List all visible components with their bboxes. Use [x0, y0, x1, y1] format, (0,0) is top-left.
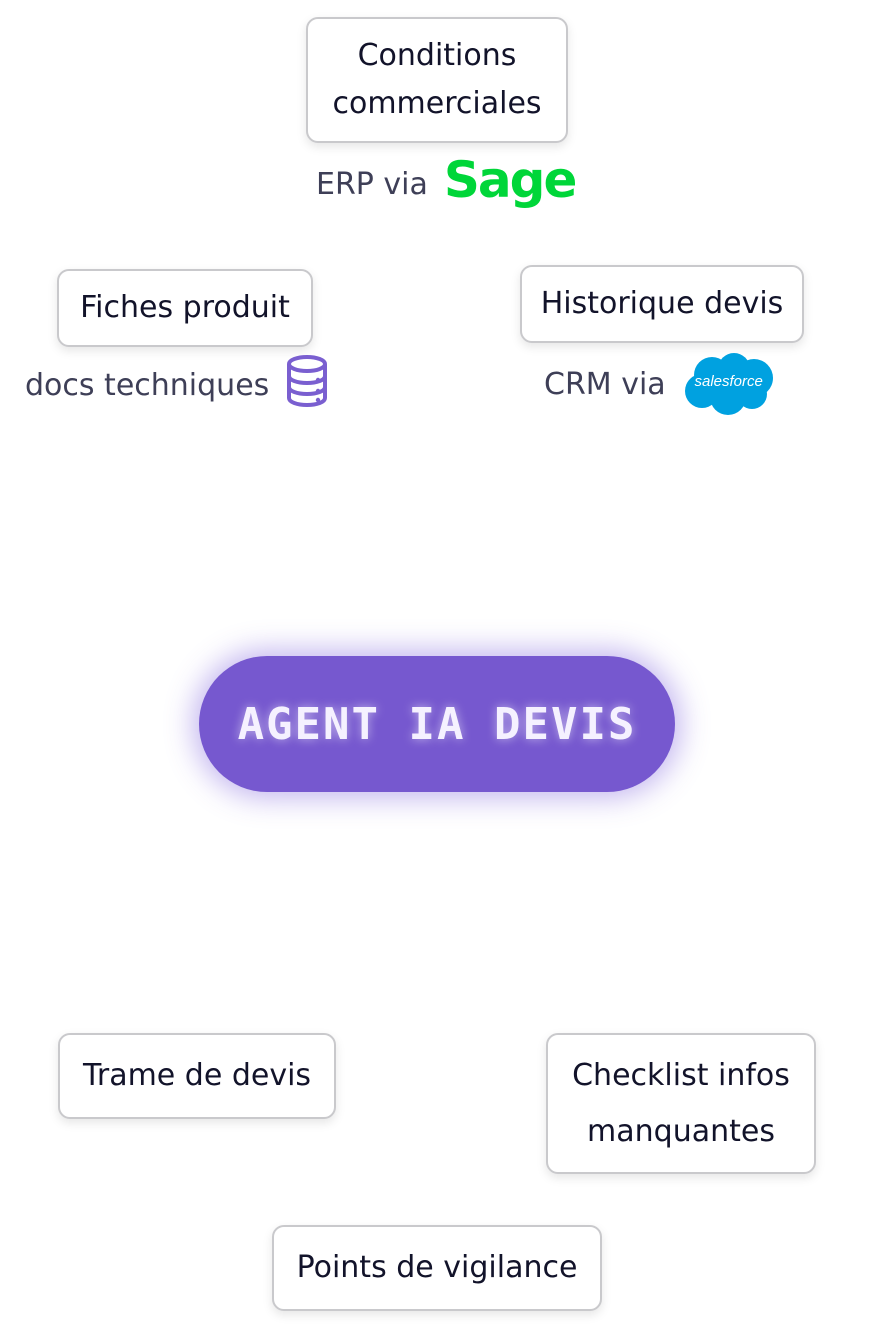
source-docs: docs techniques	[25, 354, 329, 416]
database-icon	[285, 354, 329, 416]
source-crm: CRM via salesforce	[544, 350, 776, 418]
salesforce-cloud-logo: salesforce	[682, 351, 776, 417]
node-trame-de-devis: Trame de devis	[58, 1033, 336, 1119]
source-erp-label: ERP via	[316, 166, 428, 202]
agent-ia-devis: AGENT IA DEVIS	[199, 656, 675, 792]
source-docs-label: docs techniques	[25, 367, 270, 403]
source-crm-label: CRM via	[544, 366, 666, 402]
node-conditions-commerciales: Conditions commerciales	[306, 17, 568, 143]
source-erp: ERP via Sage	[316, 150, 577, 218]
node-checklist-infos-manquantes: Checklist infos manquantes	[546, 1033, 816, 1174]
sage-logo: Sage	[443, 151, 577, 209]
node-fiches-produit: Fiches produit	[57, 269, 313, 347]
salesforce-logo-text: salesforce	[694, 373, 763, 390]
node-points-de-vigilance: Points de vigilance	[272, 1225, 602, 1311]
node-historique-devis: Historique devis	[520, 265, 804, 343]
